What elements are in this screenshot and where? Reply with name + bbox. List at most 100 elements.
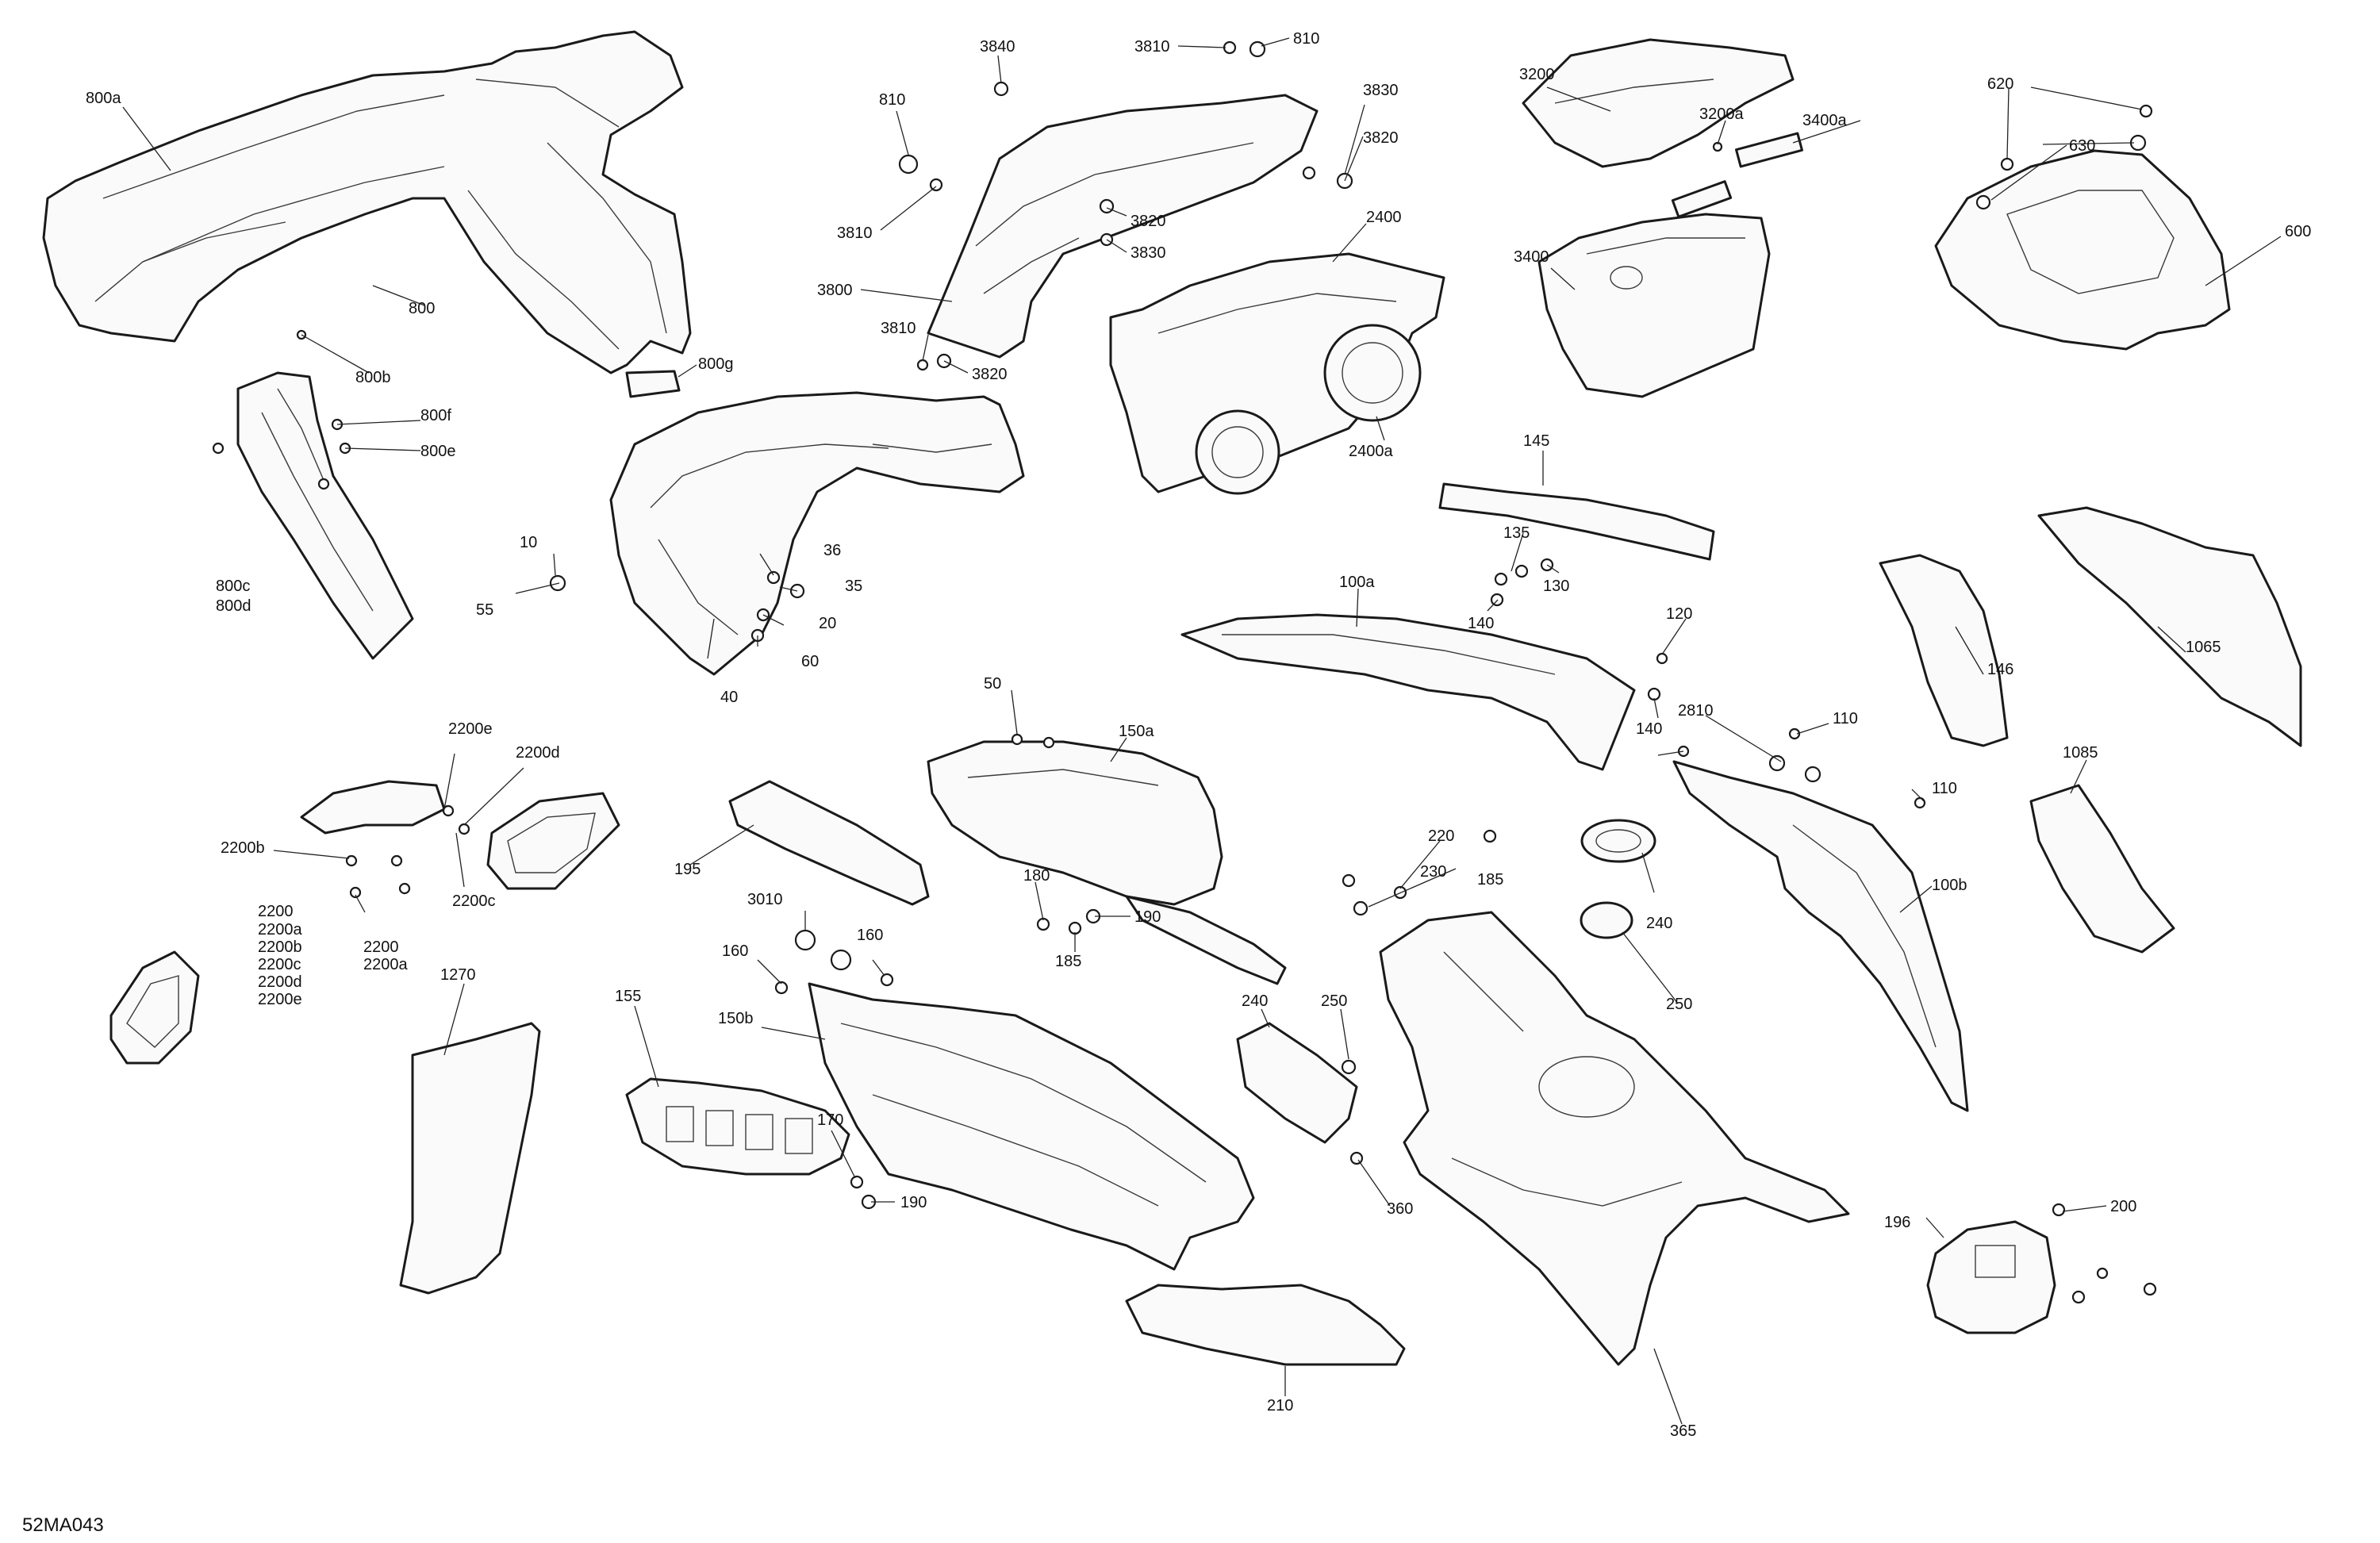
callout-label: 2200a [363, 956, 408, 973]
callout-label: 190 [900, 1194, 927, 1211]
part-200-rear-body [1379, 911, 1850, 1366]
drawing-reference-code: 52MA043 [22, 1514, 104, 1536]
part-3400a-strip-1 [1735, 132, 1803, 168]
callout-label: 3800 [817, 282, 853, 299]
callout-labels: 800a 800 800b 800g 800f 800e 800c 800d 3… [22, 30, 2311, 1536]
part-storage-cover [1522, 38, 1795, 168]
part-1270-panel [399, 1022, 541, 1295]
callout-label: 3400a [1802, 112, 1847, 129]
callout-label: 360 [1387, 1200, 1413, 1218]
part-150a-panel [927, 740, 1287, 985]
callout-label: 3810 [837, 225, 873, 242]
callout-label: 3200 [1519, 66, 1555, 83]
callout-label: 800a [86, 90, 121, 107]
callout-label: 3820 [1130, 213, 1166, 230]
callout-label: 35 [845, 578, 862, 595]
callout-label: 100a [1339, 574, 1375, 591]
callout-label: 2200a [258, 921, 302, 938]
callout-label: 100b [1932, 877, 1967, 894]
callout-label: 230 [1420, 863, 1446, 881]
callout-label: 2200 [258, 903, 294, 920]
callout-label: 180 [1023, 867, 1050, 885]
callout-label: 800c [216, 578, 250, 595]
callout-label: 145 [1523, 432, 1549, 450]
callout-label: 3830 [1130, 244, 1166, 262]
callout-label: 130 [1543, 578, 1569, 595]
callout-label: 55 [476, 601, 493, 619]
callout-leader-lines [122, 37, 2282, 1425]
callout-label: 2200b [258, 938, 302, 956]
callout-label: 220 [1428, 827, 1454, 845]
callout-label: 3010 [747, 891, 783, 908]
callout-label: 135 [1503, 524, 1530, 542]
callout-label: 3830 [1363, 82, 1399, 99]
part-gauge-support [927, 94, 1319, 359]
part-storage-bin [1537, 213, 1771, 398]
callout-label: 3810 [881, 320, 916, 337]
callout-label: 195 [674, 861, 701, 878]
part-headlight-bezel [609, 391, 1025, 676]
part-100a-trim [1180, 613, 1636, 771]
callout-label: 150b [718, 1010, 754, 1027]
callout-label: 800e [420, 443, 456, 460]
part-195-rail [728, 780, 930, 906]
callout-label: 190 [1134, 908, 1161, 926]
callout-label: 630 [2069, 137, 2095, 155]
part-100b-panel [1672, 760, 1969, 1112]
callout-label: 140 [1636, 720, 1662, 738]
callout-label: 1085 [2063, 744, 2098, 762]
part-mirror-upper [300, 780, 620, 890]
callout-label: 2400a [1349, 443, 1393, 460]
part-headlight-assembly [1109, 252, 1445, 495]
part-4400-module [1926, 1220, 2056, 1334]
callout-label: 150a [1119, 723, 1154, 740]
callout-label: 2200d [258, 973, 302, 991]
callout-label: 2200 [363, 938, 399, 956]
part-1065-panel [2037, 506, 2302, 747]
callout-label: 140 [1468, 615, 1494, 632]
callout-label: 620 [1987, 75, 2013, 93]
callout-label: 2200d [516, 744, 560, 762]
part-150b-side-panel [808, 982, 1255, 1271]
callout-label: 2400 [1366, 209, 1402, 226]
part-145-strip [1438, 482, 1715, 561]
part-800g-pad [625, 370, 681, 398]
callout-label: 800 [409, 300, 435, 317]
callout-label: 110 [1833, 710, 1858, 727]
callout-label: 1270 [440, 966, 476, 984]
part-mirror-lower [109, 950, 200, 1065]
callout-label: 1065 [2186, 639, 2221, 656]
callout-label: 110 [1932, 780, 1957, 797]
callout-label: 810 [879, 91, 905, 109]
callout-label: 2200e [448, 720, 493, 738]
callout-label: 40 [720, 689, 738, 706]
callout-label: 2200c [258, 956, 301, 973]
callout-label: 20 [819, 615, 836, 632]
callout-label: 600 [2285, 223, 2311, 240]
part-155-grille [625, 1077, 850, 1176]
callout-label: 365 [1670, 1422, 1696, 1440]
part-3400a-strip-2 [1671, 180, 1733, 218]
callout-label: 146 [1987, 661, 2013, 678]
part-250-seal [1580, 901, 1633, 939]
callout-label: 2200c [452, 892, 496, 910]
callout-label: 185 [1055, 953, 1081, 970]
callout-label: 185 [1477, 871, 1503, 889]
callout-label: 10 [520, 534, 537, 551]
part-gauge-housing [1934, 149, 2231, 351]
callout-label: 2200b [221, 839, 265, 857]
callout-label: 800g [698, 355, 734, 373]
callout-label: 155 [615, 988, 641, 1005]
callout-label: 3820 [972, 366, 1008, 383]
callout-label: 36 [823, 542, 841, 559]
part-146-panel [1879, 554, 2009, 747]
callout-label: 50 [984, 675, 1001, 693]
callout-label: 800d [216, 597, 251, 615]
part-240-ring [1580, 819, 1656, 863]
callout-label: 120 [1666, 605, 1692, 623]
callout-label: 2200e [258, 991, 302, 1008]
callout-label: 200 [2110, 1198, 2136, 1215]
callout-label: 800f [420, 407, 451, 424]
callout-label: 2810 [1678, 702, 1714, 720]
